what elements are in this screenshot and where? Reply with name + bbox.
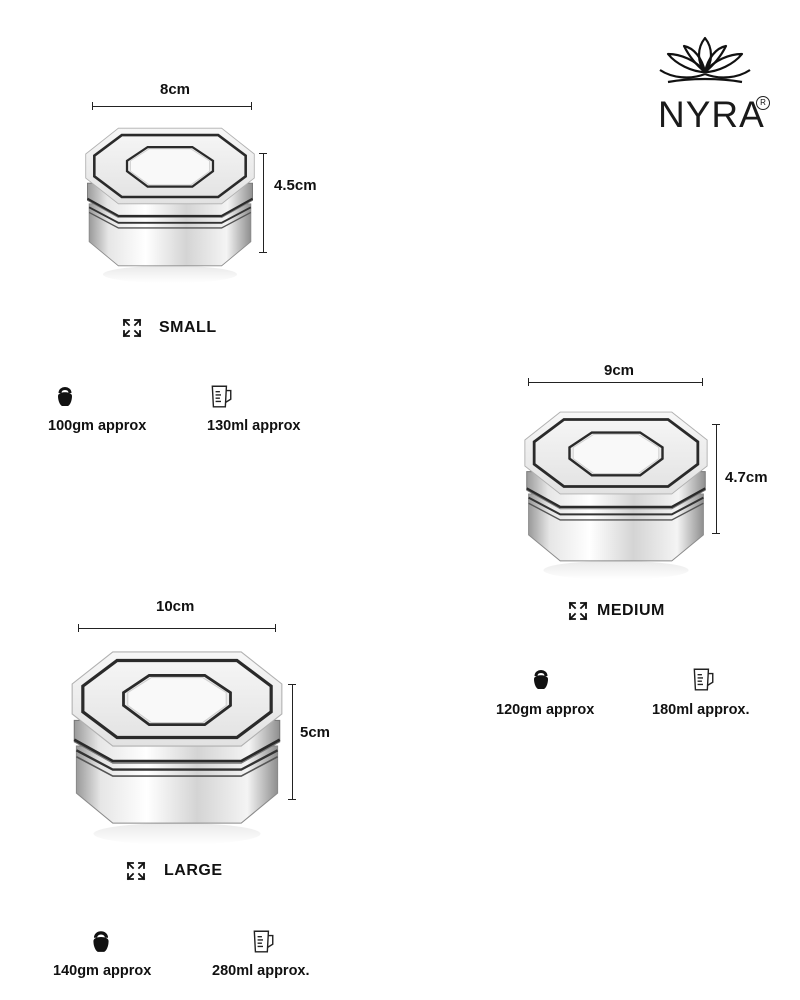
large-width-dimension-line bbox=[78, 624, 276, 632]
measuring-jug-icon bbox=[250, 926, 276, 956]
kettlebell-icon bbox=[88, 926, 114, 956]
small-width-label: 8cm bbox=[160, 81, 191, 98]
large-height-dimension-line bbox=[288, 684, 296, 800]
large-height-label: 5cm bbox=[300, 724, 331, 741]
small-width-dimension-line bbox=[92, 102, 252, 110]
brand-name: NYRA bbox=[658, 94, 765, 135]
small-height-dimension-line bbox=[259, 153, 267, 253]
expand-arrows-icon bbox=[126, 861, 146, 881]
large-weight-label: 140gm approx bbox=[53, 963, 152, 979]
medium-height-dimension-line bbox=[712, 424, 720, 534]
medium-weight-label: 120gm approx bbox=[496, 702, 595, 718]
brand-logo: NYRA R bbox=[650, 32, 780, 142]
medium-volume-label: 180ml approx. bbox=[652, 702, 750, 718]
expand-arrows-icon bbox=[122, 318, 142, 338]
kettlebell-icon bbox=[53, 382, 77, 410]
small-volume-label: 130ml approx bbox=[207, 418, 301, 434]
expand-arrows-icon bbox=[568, 601, 588, 621]
medium-container-image bbox=[523, 388, 709, 598]
small-size-label: SMALL bbox=[159, 319, 217, 336]
medium-height-label: 4.7cm bbox=[725, 469, 768, 486]
large-width-label: 10cm bbox=[156, 598, 195, 615]
small-container-image bbox=[84, 114, 256, 292]
measuring-jug-icon bbox=[690, 664, 716, 694]
large-volume-label: 280ml approx. bbox=[212, 963, 310, 979]
kettlebell-icon bbox=[529, 664, 553, 694]
small-weight-label: 100gm approx bbox=[48, 418, 147, 434]
medium-width-label: 9cm bbox=[604, 362, 635, 379]
medium-width-dimension-line bbox=[528, 378, 703, 386]
measuring-jug-icon bbox=[208, 382, 234, 410]
medium-size-label: MEDIUM bbox=[597, 602, 665, 619]
large-container-image bbox=[70, 632, 284, 858]
small-height-label: 4.5cm bbox=[274, 177, 317, 194]
registered-mark: R bbox=[756, 96, 770, 110]
large-size-label: LARGE bbox=[164, 862, 223, 879]
lotus-icon bbox=[659, 36, 751, 84]
